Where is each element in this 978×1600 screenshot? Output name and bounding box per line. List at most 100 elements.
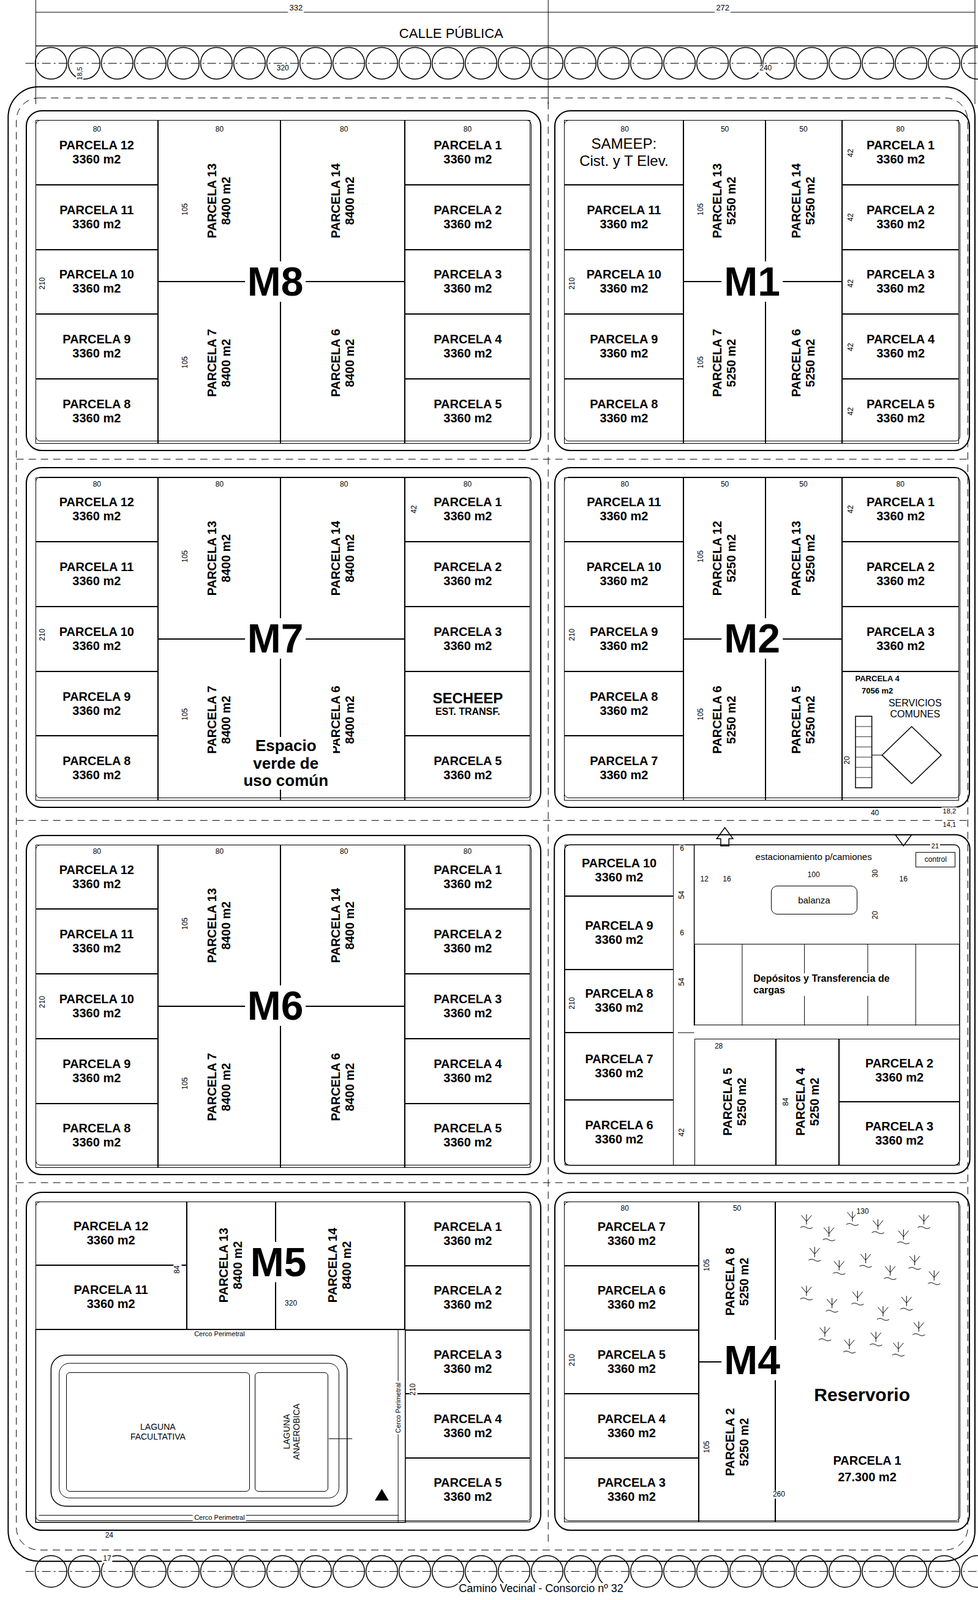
services-parcel: PARCELA 47056 m2SERVICIOS COMUNES (842, 671, 960, 802)
parcel-name: PARCELA 6 (710, 685, 725, 754)
parcel-name: PARCELA 5 (433, 754, 502, 769)
street-edge (35, 45, 978, 47)
parcel-name: PARCELA 1 (433, 863, 502, 878)
parcel-area: 3360 m2 (607, 1362, 656, 1377)
parcel-box: PARCELA 83360 m2 (35, 736, 158, 802)
parcel-area: PARCELA 1 (832, 1454, 901, 1469)
tree-symbol (233, 47, 266, 80)
tree-symbol (167, 1556, 200, 1588)
parcel-name: PARCELA 6 (597, 1284, 666, 1299)
parcel-box: PARCELA 43360 m2 (842, 314, 960, 380)
parcel-box: PARCELA 43360 m2 (404, 1039, 531, 1105)
dimension-label: 80 (338, 125, 350, 134)
rotated-text-group: PARCELA 78400 m2 (205, 685, 234, 754)
services-building (855, 726, 873, 727)
rotated-text-group: PARCELA 55250 m2 (720, 1068, 749, 1137)
parcel-area: 3360 m2 (599, 281, 648, 296)
parcel-area: 5250 m2 (724, 696, 739, 745)
tree-symbol (498, 1556, 531, 1588)
parcel-name: PARCELA 1 (866, 138, 935, 153)
parcel-box: PARCELA 55250 m2 (765, 639, 843, 802)
rotated-text-group: PARCELA 135250 m2 (789, 521, 818, 596)
parcel-name: PARCELA 12 (73, 1219, 149, 1234)
dimension-label: 210 (568, 627, 577, 643)
parcel-name: PARCELA 9 (589, 332, 658, 347)
parcel-name: PARCELA 7 (710, 328, 725, 397)
tree-symbol (729, 1556, 762, 1588)
parcel-area: 3360 m2 (72, 574, 121, 589)
parcel-area: 3360 m2 (443, 639, 492, 654)
parcel-name: PARCELA 3 (866, 625, 935, 640)
parcel-area: 3360 m2 (595, 1132, 644, 1148)
dimension-label: 54 (677, 889, 686, 901)
services-building (855, 777, 873, 779)
road-edge (7, 86, 975, 1563)
tree-symbol (465, 1556, 498, 1588)
road-centerline (548, 102, 549, 1549)
road-centerline (16, 1183, 969, 1184)
dimension-label: 50 (719, 125, 730, 134)
tree-axis (25, 63, 978, 64)
parcel-area: 5250 m2 (737, 1418, 752, 1467)
rotated-text-group: PARCELA 148400 m2 (328, 163, 358, 239)
block-label: M1 (721, 261, 783, 302)
tree-symbol (862, 1556, 895, 1588)
parcel-area: 3360 m2 (599, 509, 648, 524)
marsh-symbol (808, 1247, 821, 1262)
block-label: M7 (244, 618, 307, 659)
services-building (855, 736, 873, 738)
dimension-label: 80 (214, 480, 225, 489)
dimension-label: 16 (898, 875, 909, 884)
parcel-name: Depósitos y Transferencia de cargas (753, 973, 901, 997)
parcel-area: 3360 m2 (72, 346, 121, 361)
map-label: Cerco Perimetral (192, 1330, 247, 1339)
marsh-symbol (917, 1214, 931, 1230)
parcel-box: PARCELA 23360 m2 (404, 1266, 531, 1331)
parcel-name: control (924, 856, 947, 865)
parcel-name: PARCELA 4 (433, 1412, 502, 1427)
parcel-box: PARCELA 23360 m2 (838, 1039, 960, 1103)
parcel-area: 3360 m2 (595, 1001, 644, 1016)
warehouse-divider (741, 944, 743, 1026)
road-centerline (16, 459, 969, 460)
tree-symbol (134, 47, 167, 80)
parcel-name: PARCELA 3 (433, 625, 502, 640)
map-label: estacionamiento p/camiones (754, 852, 874, 863)
parcel-name: PARCELA 10 (59, 992, 135, 1007)
tree-symbol (167, 47, 200, 80)
lagoon-embankment (59, 1363, 340, 1499)
parcel-box: PARCELA 113360 m2 (564, 477, 684, 543)
parcel-box: PARCELA 83360 m2 (564, 671, 684, 737)
marsh-symbol (818, 1327, 832, 1342)
dimension-label: 84 (782, 1097, 790, 1108)
parcel-area: 3360 m2 (72, 768, 121, 783)
parcel-box: PARCELA 103360 m2 (564, 845, 674, 896)
parcel-box: PARCELA 73360 m2 (564, 1033, 674, 1101)
parcel-box: PARCELA 23360 m2 (842, 184, 960, 250)
parcel-name: PARCELA 8 (584, 987, 653, 1002)
parcel-area: 3360 m2 (443, 1490, 492, 1505)
lagoon-lot (35, 1330, 405, 1524)
tree-symbol (101, 47, 134, 80)
dimension-label: 210 (38, 627, 47, 643)
substation-parcel: SECHEEPEST. TRANSF. (404, 671, 531, 737)
parcel-area: 3360 m2 (443, 1234, 492, 1249)
parcel-name: PARCELA 13 (216, 1228, 231, 1304)
parcel-area: 5250 m2 (803, 338, 818, 388)
parcel-name: PARCELA 7 (205, 685, 220, 754)
parcel-name: PARCELA 5 (866, 397, 935, 412)
parcel-name: PARCELA 14 (328, 521, 343, 596)
parcel-box: PARCELA 45250 m2 (775, 1039, 839, 1167)
reference-line (548, 0, 549, 105)
parcel-box: PARCELA 103360 m2 (35, 606, 158, 672)
tree-symbol (564, 1556, 597, 1588)
services-building (855, 767, 873, 768)
tree-symbol (763, 1556, 795, 1588)
tree-symbol (564, 47, 597, 80)
rotated-text-group: PARCELA 138400 m2 (205, 888, 234, 964)
map-label: CALLE PÚBLICA (398, 26, 505, 42)
parcel-area: 3360 m2 (72, 1006, 121, 1021)
parcel-area: 3360 m2 (595, 933, 644, 948)
dimension-label: 16 (721, 875, 732, 884)
dimension-label: 105 (697, 707, 706, 723)
